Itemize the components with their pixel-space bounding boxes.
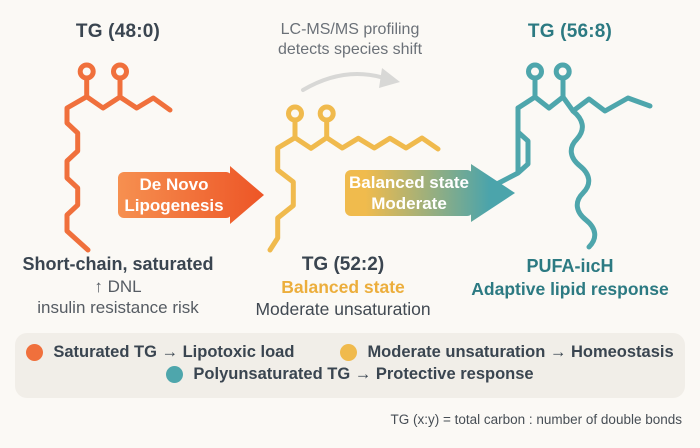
saturated-caption-risk: insulin resistance risk [37,298,199,317]
balance-arrow-label: Balanced state Moderate [344,170,474,216]
balanced-caption-state: Balanced state [281,277,405,297]
pufa-caption-title: PUFA-iıcH [526,256,614,276]
balance-arrow-label-line2: Moderate [371,194,447,213]
saturated-caption: Short-chain, saturated ↑ DNL insulin res… [13,253,223,318]
legend-item-polyunsaturated: Polyunsaturated TG → Protective response [166,365,534,384]
saturated-caption-title: Short-chain, saturated [22,254,214,274]
dnl-arrow-label-line1: De Novo [139,175,209,194]
dnl-arrow-label: De Novo Lipogenesis [118,172,230,218]
balance-arrow [345,164,515,222]
lcms-annotation-line2: detects species shift [277,41,423,58]
legend-box: Saturated TG → Lipotoxic load Moderate u… [15,333,685,398]
legend-item-polyunsaturated-label: Polyunsaturated TG → Protective response [193,365,534,383]
legend-item-moderate-label: Moderate unsaturation → Homeostasis [367,343,674,361]
lcms-annotation: LC-MS/MS profiling detects species shift [250,20,450,60]
balanced-tg-molecule [267,104,441,253]
lcms-annotation-line1: LC-MS/MS profiling [280,21,420,38]
polyunsaturated-dot-icon [166,366,184,383]
oxygen-atom-icon [286,104,304,123]
legend-row-1: Saturated TG → Lipotoxic load Moderate u… [15,343,685,362]
tg-notation-footnote: TG (x:y) = total carbon : number of doub… [390,412,682,427]
oxygen-atom-icon [553,62,572,81]
saturated-caption-dnl: ↑ DNL [94,277,142,296]
dnl-arrow-label-line2: Lipogenesis [124,196,224,215]
saturated-dot-icon [26,344,44,361]
balance-arrow-label-line1: Balanced state [349,173,469,192]
pufa-caption-detail: Adaptive lipid response [471,279,669,299]
legend-item-saturated-label: Saturated TG → Lipotoxic load [53,343,295,361]
polyunsaturated-tg-molecule [492,62,653,250]
oxygen-atom-icon [317,104,336,123]
tg-56-title: TG (56:8) [527,21,613,42]
balanced-caption-detail: Moderate unsaturation [255,299,431,319]
species-shift-curved-arrow-icon [301,68,400,92]
tg-48-title: TG (48:0) [75,21,161,42]
legend-item-moderate: Moderate unsaturation → Homeostasis [340,343,674,362]
oxygen-atom-icon [77,62,96,81]
balanced-caption: TG (52:2) Balanced state Moderate unsatu… [238,253,448,320]
saturated-tg-molecule [64,62,173,253]
tg-52-title: TG (52:2) [301,254,385,275]
moderate-dot-icon [340,344,358,361]
oxygen-atom-icon [526,62,544,81]
oxygen-atom-icon [111,62,129,81]
dnl-arrow [118,166,264,224]
legend-item-saturated: Saturated TG → Lipotoxic load [26,343,294,362]
polyunsaturated-caption: PUFA-iıcH Adaptive lipid response [465,254,675,300]
legend-row-2: Polyunsaturated TG → Protective response [15,365,685,384]
